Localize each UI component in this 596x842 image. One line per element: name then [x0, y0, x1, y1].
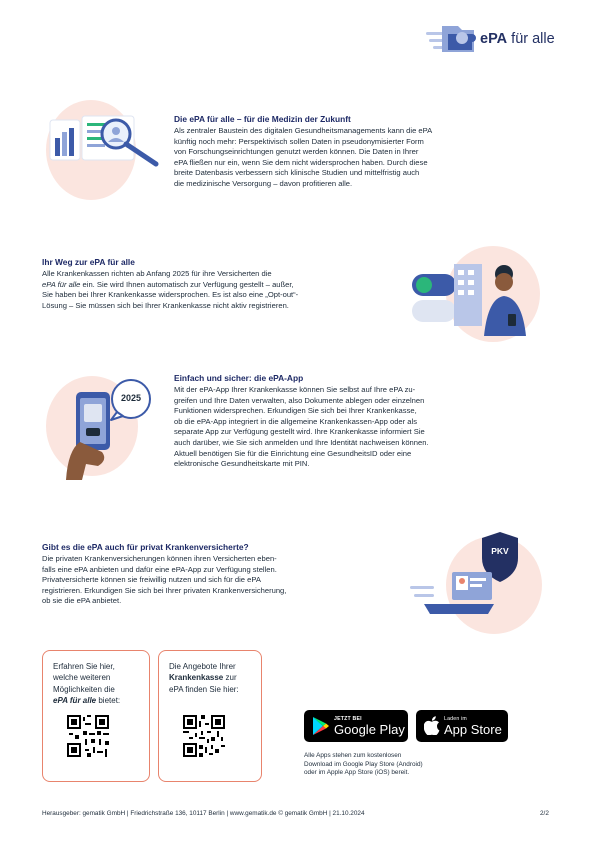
pkv-laptop-illustration	[410, 532, 518, 614]
card-epa-info: Erfahren Sie hier, welche weiteren Mögli…	[42, 650, 150, 782]
apple-icon	[424, 716, 440, 735]
section2-body: Alle Krankenkassen richten ab Anfang 202…	[42, 269, 299, 310]
section1-body: Als zentraler Baustein des digitalen Ges…	[174, 126, 433, 188]
google-play-label: Google Play	[334, 722, 405, 737]
section4-title: Gibt es die ePA auch für privat Krankenv…	[42, 542, 249, 552]
logo-icon	[426, 26, 476, 52]
google-play-icon	[313, 717, 329, 735]
research-illustration	[49, 115, 159, 167]
logo-wordmark: ePA für alle	[480, 31, 555, 47]
app-store-label: App Store	[444, 722, 502, 737]
bubble-year: 2025	[120, 393, 142, 403]
card2-text: Die Angebote Ihrer Krankenkasse zur ePA …	[169, 662, 239, 694]
store-note: Alle Apps stehen zum kostenlosen Downloa…	[304, 752, 423, 777]
card1-text: Erfahren Sie hier, welche weiteren Mögli…	[53, 662, 121, 706]
qr-code-epa[interactable]	[67, 715, 109, 757]
google-play-small: JETZT BEI	[334, 716, 362, 722]
footer-publisher: Herausgeber: gematik GmbH | Friedrichstr…	[42, 810, 365, 817]
app-store-button[interactable]: Laden im App Store	[416, 710, 508, 742]
section4-body: Die privaten Krankenversicherungen könne…	[42, 554, 287, 606]
qr-code-krankenkasse[interactable]	[183, 715, 225, 757]
shield-label: PKV	[491, 546, 509, 556]
section3-title: Einfach und sicher: die ePA-App	[174, 373, 304, 383]
google-play-button[interactable]: JETZT BEI Google Play	[304, 710, 408, 742]
phone-hand-illustration	[66, 392, 110, 480]
epa-logo: ePA für alle	[424, 22, 564, 58]
speech-bubble	[110, 379, 151, 421]
section1-title: Die ePA für alle – für die Medizin der Z…	[174, 114, 351, 124]
page-number: 2/2	[540, 810, 549, 817]
app-store-small: Laden im	[444, 716, 467, 722]
person-toggle-illustration	[412, 264, 526, 336]
card-krankenkasse: Die Angebote Ihrer Krankenkasse zur ePA …	[158, 650, 262, 782]
section2-title: Ihr Weg zur ePA für alle	[42, 257, 135, 267]
section3-body: Mit der ePA-App Ihrer Krankenkasse könne…	[174, 385, 429, 469]
